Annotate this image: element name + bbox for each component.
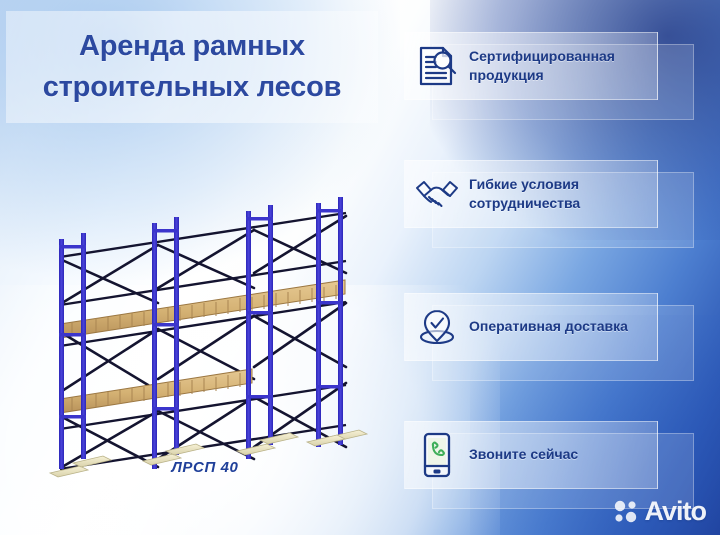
card-panel: Сертифицированная продукция [404, 32, 658, 100]
document-magnifier-icon [413, 41, 461, 91]
avito-dots-icon [614, 500, 636, 522]
feature-label: Сертифицированная продукция [469, 47, 615, 83]
map-pin-check-icon [413, 302, 461, 352]
avito-logo-text: Avito [644, 496, 707, 526]
handshake-icon [413, 169, 461, 219]
feature-label: Звоните сейчас [469, 446, 579, 463]
feature-label: Оперативная доставка [469, 318, 628, 335]
feature-card-cooperation[interactable]: Гибкие условия сотрудничества [404, 160, 694, 248]
title-panel: Аренда рамных строительных лесов [6, 11, 378, 123]
base-plates [48, 429, 369, 478]
scaffolding-drawing [48, 197, 369, 478]
smartphone-call-icon [413, 430, 461, 480]
scaffolding-illustration [40, 183, 370, 483]
feature-card-delivery[interactable]: Оперативная доставка [404, 293, 694, 381]
page-title: Аренда рамных строительных лесов [42, 29, 342, 103]
card-panel: Гибкие условия сотрудничества [404, 160, 658, 228]
feature-card-call[interactable]: Звоните сейчас [404, 421, 694, 509]
feature-label: Гибкие условия сотрудничества [469, 175, 581, 211]
scaffold-frames [59, 197, 343, 469]
avito-watermark: Avito [614, 498, 707, 525]
feature-card-certified[interactable]: Сертифицированная продукция [404, 32, 694, 120]
card-panel: Оперативная доставка [404, 293, 658, 361]
product-label: ЛРСП 40 [171, 459, 239, 476]
card-panel: Звоните сейчас [404, 421, 658, 489]
